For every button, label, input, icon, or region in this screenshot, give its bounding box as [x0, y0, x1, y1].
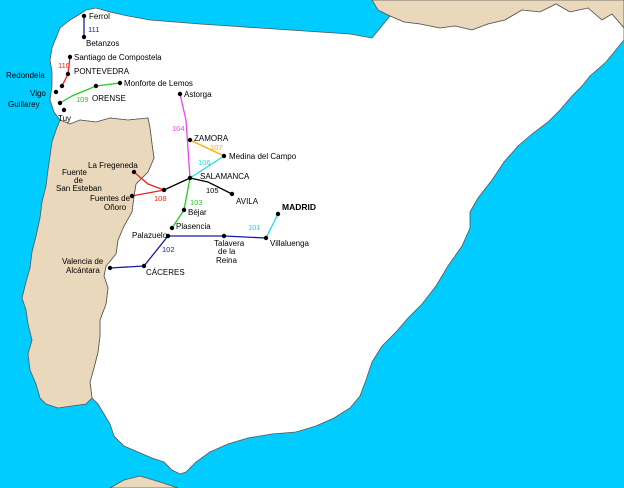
- label-villaluenga: Villaluenga: [270, 239, 310, 248]
- route-number-101: 101: [248, 223, 261, 232]
- station-dot-bejar[interactable]: [181, 207, 187, 213]
- label-orense: ORENSE: [92, 94, 126, 103]
- station-dot-villaluenga[interactable]: [263, 235, 269, 241]
- route-109-line: [59, 82, 121, 104]
- station-dot-monforte[interactable]: [117, 80, 123, 86]
- route-number-110: 110: [58, 61, 70, 70]
- label-palazuelo: Palazuelo: [132, 231, 168, 240]
- label-redondela: Redondela: [6, 71, 45, 80]
- station-dot-talavera[interactable]: [221, 233, 227, 239]
- station-dot-pontevedra[interactable]: [65, 71, 71, 77]
- route-number-111: 111: [88, 25, 99, 34]
- label-talavera-3: Reina: [216, 256, 237, 265]
- station-dot-madrid[interactable]: [275, 211, 281, 217]
- station-dot-tuy[interactable]: [61, 107, 67, 113]
- route-106-line: [189, 155, 225, 179]
- route-108b-line: [131, 189, 165, 197]
- route-number-108: 108: [154, 194, 167, 203]
- station-dot-medina[interactable]: [221, 153, 227, 159]
- label-fuentes-1: Fuentes de: [90, 194, 131, 203]
- label-astorga: Astorga: [184, 90, 212, 99]
- station-dot-vigo[interactable]: [53, 89, 59, 95]
- label-caceres: CÁCERES: [146, 268, 185, 277]
- station-dot-redondela[interactable]: [59, 83, 65, 89]
- label-valencia-2: Alcántara: [66, 266, 100, 275]
- route-numbers: 111 110 109 104 107 106 105 108 103 101 …: [58, 25, 261, 254]
- station-dot-guillarey[interactable]: [57, 100, 63, 106]
- label-guillarey: Guillarey: [8, 100, 40, 109]
- route-number-107: 107: [210, 143, 223, 152]
- label-fuente-1: Fuente: [62, 168, 87, 177]
- route-number-103: 103: [190, 198, 203, 207]
- label-plasencia: Plasencia: [176, 222, 211, 231]
- station-dot-zamora[interactable]: [187, 137, 193, 143]
- label-ferrol: Ferrol: [89, 12, 110, 21]
- label-tuy: Tuy: [58, 114, 71, 123]
- station-dot-fuente-san-esteban[interactable]: [161, 187, 167, 193]
- label-talavera-2: de la: [218, 247, 236, 256]
- portugal-land: [21, 117, 155, 409]
- route-104-line: [179, 93, 191, 179]
- station-dot-astorga[interactable]: [177, 91, 183, 97]
- station-dot-plasencia[interactable]: [169, 225, 175, 231]
- label-vigo: Vigo: [30, 89, 46, 98]
- label-madrid: MADRID: [282, 202, 316, 212]
- route-number-104: 104: [172, 124, 185, 133]
- label-bejar: Béjar: [188, 208, 207, 217]
- station-dot-ferrol[interactable]: [81, 13, 87, 19]
- station-dot-valencia[interactable]: [107, 265, 113, 271]
- label-talavera-1: Talavera: [214, 239, 245, 248]
- label-santiago: Santiago de Compostela: [74, 53, 162, 62]
- label-medina: Medina del Campo: [229, 152, 297, 161]
- station-dots: [53, 13, 281, 271]
- route-number-102: 102: [162, 245, 175, 254]
- label-betanzos: Betanzos: [86, 39, 119, 48]
- route-105-line: [189, 177, 233, 195]
- label-monforte: Monforte de Lemos: [124, 79, 193, 88]
- route-108a-line: [133, 171, 165, 191]
- station-dot-fregeneda[interactable]: [131, 169, 137, 175]
- station-dot-fuentes-onoro[interactable]: [129, 193, 135, 199]
- route-salamanca-link: [163, 177, 191, 191]
- station-dot-orense[interactable]: [93, 83, 99, 89]
- route-number-105: 105: [206, 186, 219, 195]
- station-dot-santiago[interactable]: [67, 54, 73, 60]
- label-salamanca: SALAMANCA: [200, 172, 250, 181]
- label-avila: AVILA: [236, 197, 259, 206]
- station-dot-betanzos[interactable]: [81, 34, 87, 40]
- route-number-106: 106: [198, 158, 211, 167]
- label-fuentes-2: Oñoro: [104, 203, 127, 212]
- route-number-109: 109: [76, 95, 89, 104]
- label-fuente-2: de: [74, 176, 83, 185]
- africa-land: [109, 475, 179, 488]
- station-dot-palazuelo[interactable]: [165, 233, 171, 239]
- station-dot-avila[interactable]: [229, 191, 235, 197]
- city-labels: Ferrol Betanzos Santiago de Compostela R…: [6, 12, 316, 277]
- label-fuente-3: San Esteban: [56, 184, 102, 193]
- label-fregeneda: La Fregeneda: [88, 161, 138, 170]
- label-valencia-1: Valencia de: [62, 257, 104, 266]
- station-dot-salamanca[interactable]: [187, 175, 193, 181]
- route-101-line: [265, 213, 279, 239]
- label-pontevedra: PONTEVEDRA: [74, 67, 130, 76]
- label-zamora: ZAMORA: [194, 134, 229, 143]
- route-107-line: [189, 139, 225, 157]
- station-dot-caceres[interactable]: [141, 263, 147, 269]
